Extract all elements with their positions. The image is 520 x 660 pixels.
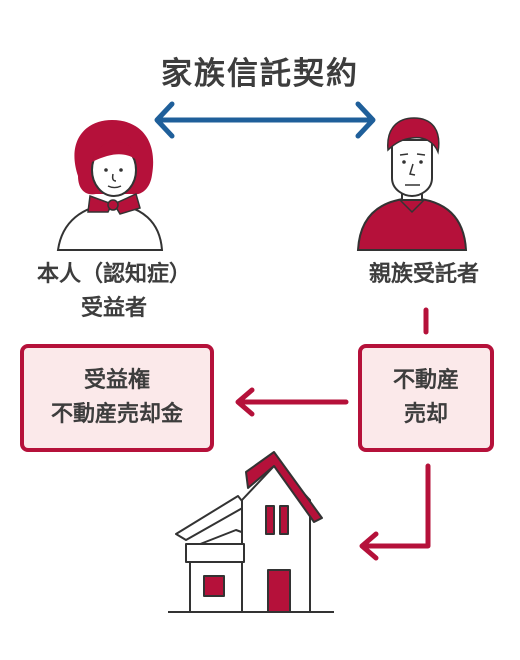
property-sale-line2: 売却 (403, 402, 448, 427)
beneficiary-label: 本人（認知症） 受益者 (14, 258, 214, 326)
woman-icon (56, 120, 164, 251)
property-sale-line1: 不動産 (392, 368, 459, 393)
property-sale-box: 不動産 売却 (358, 344, 494, 452)
arrow-down-left-icon (359, 463, 431, 561)
beneficial-interest-box: 受益権 不動産売却金 (20, 344, 214, 452)
beneficiary-label-line2: 受益者 (80, 296, 147, 321)
double-arrow-icon (154, 101, 376, 139)
beneficiary-label-line1: 本人（認知症） (36, 262, 191, 287)
house-icon (168, 451, 334, 613)
arrow-left-icon (235, 387, 349, 417)
beneficial-interest-line2: 不動産売却金 (50, 402, 183, 427)
beneficial-interest-line1: 受益権 (83, 368, 150, 393)
man-icon (356, 117, 468, 251)
trustee-label: 親族受託者 (368, 262, 479, 287)
diagram-title: 家族信託契約 (161, 56, 359, 92)
